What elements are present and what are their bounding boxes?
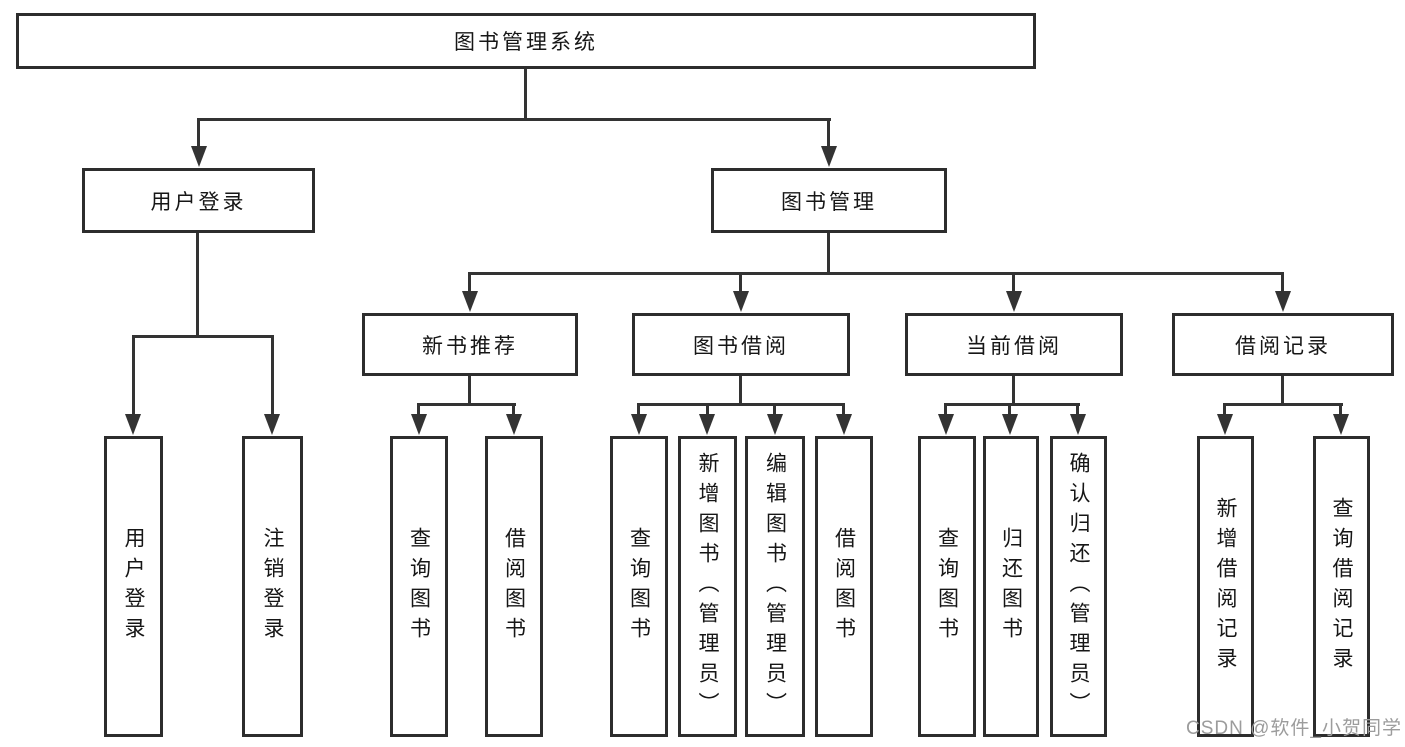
leaf-cb-confirm-return-admin: 确认归还（管理员） (1050, 436, 1107, 737)
leaf-nbr-borrow-books: 借阅图书 (485, 436, 543, 737)
node-borrowing-records: 借阅记录 (1172, 313, 1394, 376)
connector-line (512, 403, 515, 416)
leaf-br-add-record: 新增借阅记录 (1197, 436, 1254, 737)
connector-line (706, 403, 709, 416)
leaf-bb-edit-book-admin: 编辑图书（管理员） (745, 436, 805, 737)
arrow-down-icon (1217, 414, 1233, 435)
connector-line (468, 376, 471, 404)
leaf-nbr-query-books: 查询图书 (390, 436, 448, 737)
leaf-bb-add-book-admin: 新增图书（管理员） (678, 436, 737, 737)
node-new-book-recommend: 新书推荐 (362, 313, 578, 376)
connector-line (1008, 403, 1011, 416)
leaf-cb-query-books: 查询图书 (918, 436, 976, 737)
arrow-down-icon (506, 414, 522, 435)
connector-line (1339, 403, 1342, 416)
arrow-down-icon (1275, 291, 1291, 312)
arrow-down-icon (1002, 414, 1018, 435)
connector-line (944, 403, 947, 416)
arrow-down-icon (836, 414, 852, 435)
connector-line (196, 233, 199, 336)
connector-line (1012, 272, 1015, 292)
connector-line (1223, 403, 1343, 406)
connector-line (827, 118, 830, 148)
arrow-down-icon (191, 146, 207, 167)
leaf-br-query-record: 查询借阅记录 (1313, 436, 1370, 737)
connector-line (1281, 272, 1284, 292)
arrow-down-icon (1333, 414, 1349, 435)
arrow-down-icon (411, 414, 427, 435)
arrow-down-icon (821, 146, 837, 167)
arrow-down-icon (125, 414, 141, 435)
connector-line (637, 403, 640, 416)
node-book-management: 图书管理 (711, 168, 947, 233)
connector-line (197, 118, 200, 148)
node-book-borrowing: 图书借阅 (632, 313, 850, 376)
leaf-cb-return-books: 归还图书 (983, 436, 1039, 737)
arrow-down-icon (767, 414, 783, 435)
arrow-down-icon (733, 291, 749, 312)
connector-line (132, 335, 273, 338)
node-current-borrowing: 当前借阅 (905, 313, 1123, 376)
connector-line (197, 118, 831, 121)
connector-line (271, 335, 274, 415)
connector-line (417, 403, 516, 406)
arrow-down-icon (264, 414, 280, 435)
arrow-down-icon (1006, 291, 1022, 312)
arrow-down-icon (1070, 414, 1086, 435)
connector-line (417, 403, 420, 416)
node-library-management-system: 图书管理系统 (16, 13, 1036, 69)
connector-line (469, 272, 1283, 275)
leaf-bb-query-books: 查询图书 (610, 436, 668, 737)
arrow-down-icon (631, 414, 647, 435)
connector-line (944, 403, 1080, 406)
leaf-logout: 注销登录 (242, 436, 303, 737)
connector-line (1012, 376, 1015, 404)
arrow-down-icon (699, 414, 715, 435)
watermark: CSDN @软件_小贺同学 (1186, 718, 1402, 739)
leaf-user-login: 用户登录 (104, 436, 163, 737)
node-user-login: 用户登录 (82, 168, 315, 233)
connector-line (739, 272, 742, 292)
connector-line (1076, 403, 1079, 416)
connector-line (773, 403, 776, 416)
connector-line (637, 403, 845, 406)
arrow-down-icon (938, 414, 954, 435)
connector-line (827, 233, 830, 274)
connector-line (1281, 376, 1284, 404)
connector-line (468, 272, 471, 292)
connector-line (132, 335, 135, 415)
connector-line (739, 376, 742, 404)
arrow-down-icon (462, 291, 478, 312)
connector-line (1223, 403, 1226, 416)
connector-line (524, 69, 527, 118)
leaf-bb-borrow-books: 借阅图书 (815, 436, 873, 737)
connector-line (842, 403, 845, 416)
